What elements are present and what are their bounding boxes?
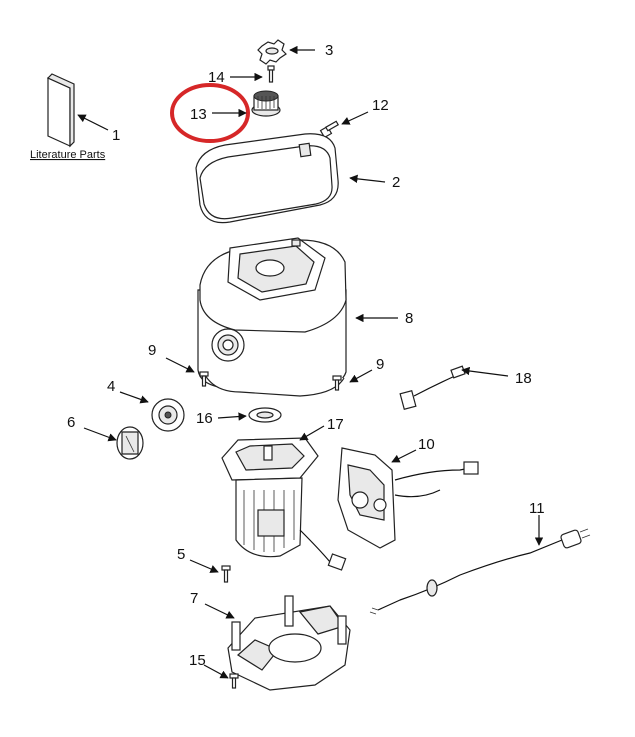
callout-8: 8 — [405, 310, 413, 327]
callout-3: 3 — [325, 42, 333, 59]
part-6-control-knob — [116, 426, 144, 460]
literature-parts-label: Literature Parts — [30, 149, 106, 161]
part-7-bottom-base — [227, 595, 351, 691]
callout-6: 6 — [67, 414, 75, 431]
callout-10: 10 — [418, 436, 435, 453]
part-9-screw-left — [199, 371, 209, 387]
callout-7: 7 — [190, 590, 198, 607]
callout-4: 4 — [107, 378, 115, 395]
highlight-circle — [170, 83, 250, 143]
callout-leader-lines — [77, 45, 544, 679]
part-4-dial-plate — [151, 398, 185, 432]
part-13-coupler — [251, 90, 281, 117]
callout-9-right: 9 — [376, 356, 384, 373]
part-18-wire-harness — [399, 365, 466, 411]
part-8-base-housing — [197, 237, 347, 397]
callout-11: 11 — [529, 500, 545, 517]
callout-12: 12 — [372, 97, 389, 114]
part-15-screw — [229, 673, 239, 689]
part-5-screw — [221, 565, 231, 583]
callout-13: 13 — [190, 106, 207, 123]
literature-parts: Literature Parts — [30, 73, 106, 161]
part-9-screw-right — [332, 375, 342, 391]
callout-2: 2 — [392, 174, 400, 191]
part-14-screw — [267, 65, 275, 83]
part-12-screw — [319, 120, 340, 139]
callout-16: 16 — [196, 410, 213, 427]
callout-labels: 1 2 3 4 5 6 7 8 9 9 10 11 12 13 14 15 16… — [67, 42, 545, 669]
part-17-motor — [221, 437, 347, 571]
callout-18: 18 — [515, 370, 532, 387]
part-10-control-board — [337, 447, 479, 549]
part-3-knob — [257, 39, 287, 65]
callout-17: 17 — [327, 416, 344, 433]
part-2-top-pad — [195, 133, 339, 224]
part-11-power-cord — [369, 528, 591, 615]
callout-9-left: 9 — [148, 342, 156, 359]
callout-15: 15 — [189, 652, 206, 669]
part-16-washer — [248, 407, 282, 423]
callout-14: 14 — [208, 69, 225, 86]
callout-5: 5 — [177, 546, 185, 563]
callout-1: 1 — [112, 127, 120, 144]
